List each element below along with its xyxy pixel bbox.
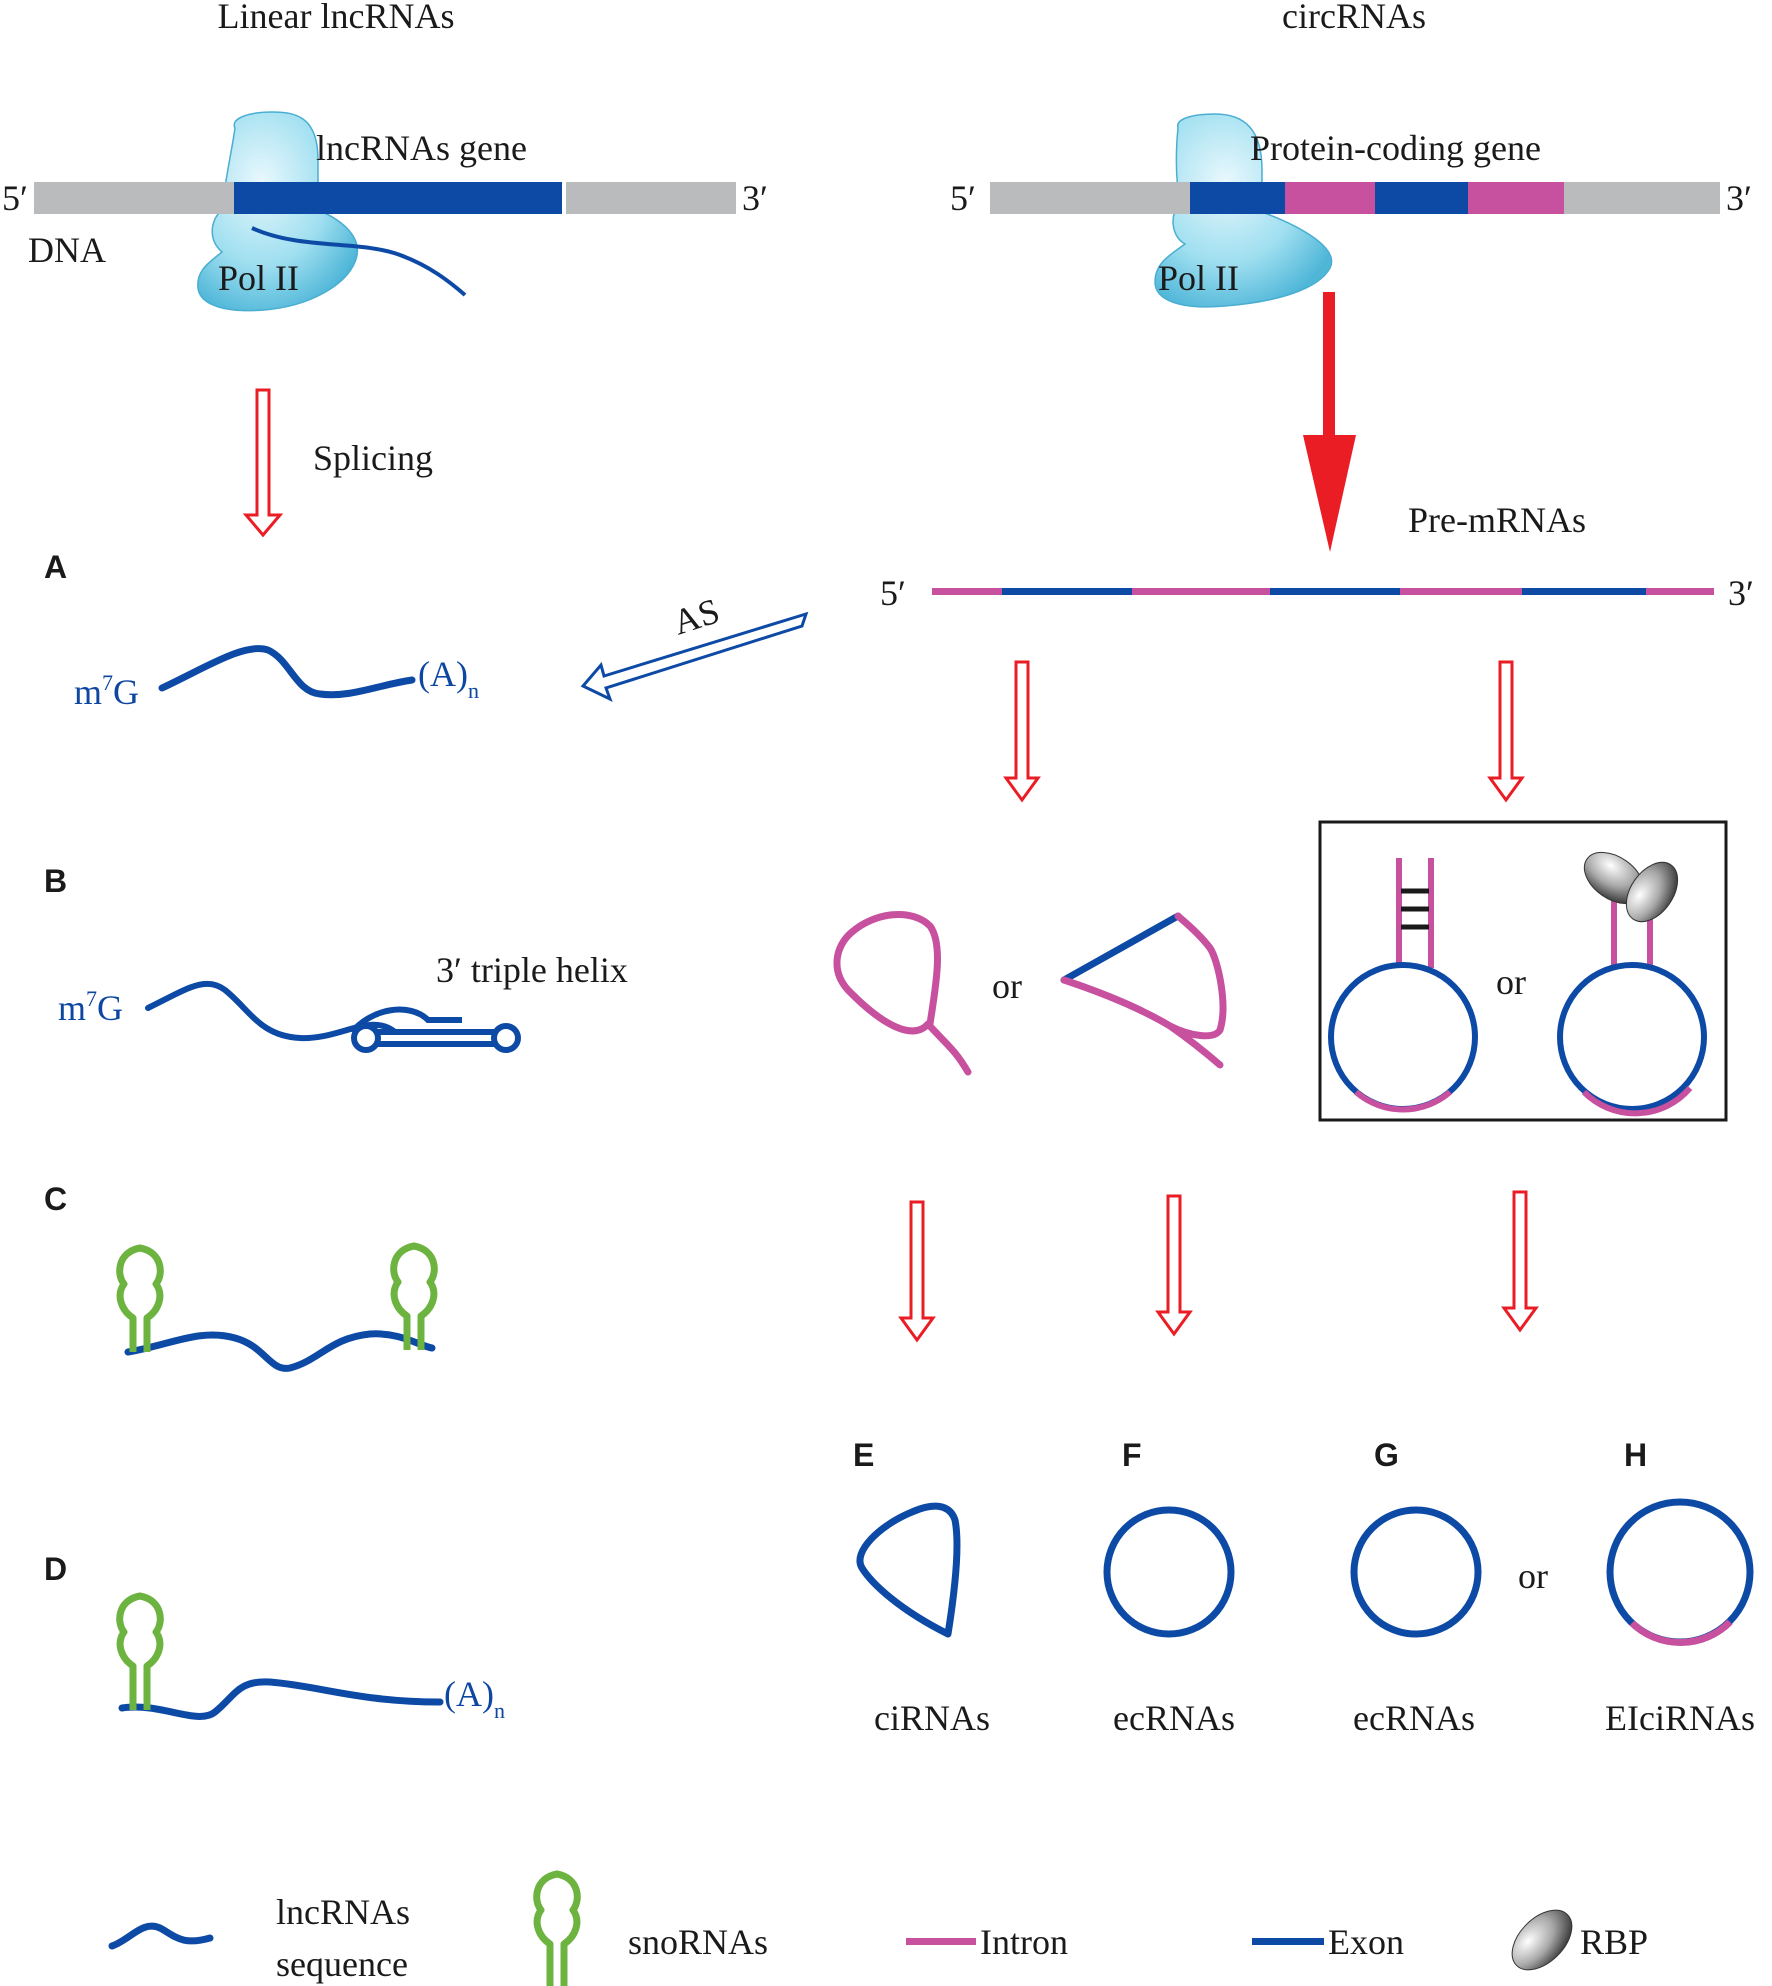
right-pol2-label: Pol II <box>1158 258 1239 298</box>
as-label: AS <box>668 590 724 642</box>
rbp-shape-2 <box>1625 861 1679 923</box>
label-ecrnas-g: ecRNAs <box>1353 1698 1475 1738</box>
legend-intron-symbol <box>906 1938 976 1945</box>
arrow-to-ecrnas <box>1155 1194 1193 1337</box>
legend-rbp-symbol <box>1511 1909 1573 1971</box>
header-circrnas: circRNAs <box>1282 0 1426 36</box>
right-gene-label: Protein-coding gene <box>1250 128 1541 168</box>
label-cirnas: ciRNAs <box>874 1698 990 1738</box>
or-lariats: or <box>992 966 1022 1006</box>
panel-f-ecrna-circle <box>1103 1506 1235 1638</box>
header-linear-lncrnas: Linear lncRNAs <box>218 0 455 36</box>
left-three-prime: 3′ <box>742 178 768 218</box>
legend-snorna-symbol <box>533 1870 581 1986</box>
panel-letter-b: B <box>44 863 67 899</box>
right-intron-2 <box>1468 182 1564 214</box>
label-eicirnas: EIciRNAs <box>1605 1698 1755 1738</box>
panel-h-eicirna-circle <box>1606 1498 1754 1647</box>
pre-mrna-label: Pre-mRNAs <box>1408 500 1586 540</box>
panel-g-ecrna-circle <box>1350 1506 1482 1638</box>
panel-d-sno-polya-lncrna: (A)n <box>116 1592 505 1723</box>
right-five-prime: 5′ <box>950 178 976 218</box>
legend-snorna-label: snoRNAs <box>628 1922 768 1962</box>
transcription-arrow <box>1303 292 1356 552</box>
arrow-to-lariats <box>1003 660 1041 803</box>
panel-d-snorna <box>116 1592 164 1710</box>
label-ecrnas-f: ecRNAs <box>1113 1698 1235 1738</box>
left-dna-gray-5 <box>34 182 234 214</box>
legend-lncrna-label-2: sequence <box>276 1944 408 1984</box>
arrow-to-cirnas <box>898 1200 936 1343</box>
left-five-prime: 5′ <box>2 178 28 218</box>
left-gene-label: lncRNAs gene <box>316 128 527 168</box>
panel-c-snorna-left <box>116 1244 164 1352</box>
right-exon-1 <box>1190 182 1285 214</box>
legend-exon-label: Exon <box>1328 1922 1404 1962</box>
intron-pairing-box: or <box>1318 820 1728 1122</box>
or-gh: or <box>1518 1556 1548 1596</box>
panel-letter-c: C <box>44 1181 67 1217</box>
panel-b-triple-helix-label: 3′ triple helix <box>436 950 628 990</box>
panel-e-cirna-shape <box>856 1502 961 1638</box>
legend-intron-label: Intron <box>980 1922 1068 1962</box>
left-dna-gray-3 <box>566 182 736 214</box>
legend-rbp-label: RBP <box>1580 1922 1648 1962</box>
panel-b-triple-helix-lncrna: m7G 3′ triple helix <box>58 950 628 1053</box>
arrow-to-eicirnas <box>1501 1190 1539 1333</box>
splicing-label: Splicing <box>313 438 433 478</box>
legend: lncRNAs sequence snoRNAs Intron Exon RBP <box>108 1870 1648 1986</box>
left-pol2-label: Pol II <box>218 258 299 298</box>
legend-lncrna-label-1: lncRNAs <box>276 1892 410 1932</box>
legend-lncrna-symbol <box>108 1922 214 1950</box>
left-lncrna-gene-block <box>234 182 562 214</box>
legend-exon-symbol <box>1252 1938 1324 1945</box>
right-intron-1 <box>1285 182 1375 214</box>
panel-letter-f: F <box>1122 1437 1142 1473</box>
panel-c-snorna-right <box>390 1242 438 1350</box>
panel-letter-h: H <box>1624 1437 1647 1473</box>
panel-letter-e: E <box>853 1437 874 1473</box>
right-gene-diagram: 5′ 3′ Protein-coding gene Pol II <box>950 113 1752 308</box>
left-gene-diagram: 5′ 3′ lncRNAs gene DNA Pol II <box>2 111 768 312</box>
panel-letter-g: G <box>1374 1437 1399 1473</box>
arrow-to-box <box>1487 660 1525 803</box>
panel-b-cap: m7G <box>58 986 123 1028</box>
pre-mrna-three-prime: 3′ <box>1728 573 1754 613</box>
lariat-intron <box>833 911 972 1076</box>
panel-a-linear-lncrna: m7G (A)n <box>74 645 479 712</box>
panel-c-sno-lncrna <box>116 1242 438 1372</box>
panel-letter-d: D <box>44 1551 67 1587</box>
alternative-splicing-arrow <box>580 611 809 702</box>
left-dna-label: DNA <box>28 230 106 270</box>
panel-a-polya: (A)n <box>418 654 479 703</box>
right-exon-2 <box>1375 182 1468 214</box>
pre-mrna-five-prime: 5′ <box>880 573 906 613</box>
or-box: or <box>1496 962 1526 1002</box>
right-dna-gray-3 <box>1564 182 1720 214</box>
panel-a-cap: m7G <box>74 670 139 712</box>
pre-mrna: Pre-mRNAs 5′ 3′ <box>880 500 1754 613</box>
right-three-prime: 3′ <box>1726 178 1752 218</box>
left-transcript-strand <box>251 226 467 297</box>
panel-letter-a: A <box>44 549 67 585</box>
right-dna-gray-5 <box>990 182 1190 214</box>
panel-d-polya: (A)n <box>444 1674 505 1723</box>
splicing-arrow <box>242 388 284 538</box>
lariat-exon-intron <box>1060 912 1227 1069</box>
